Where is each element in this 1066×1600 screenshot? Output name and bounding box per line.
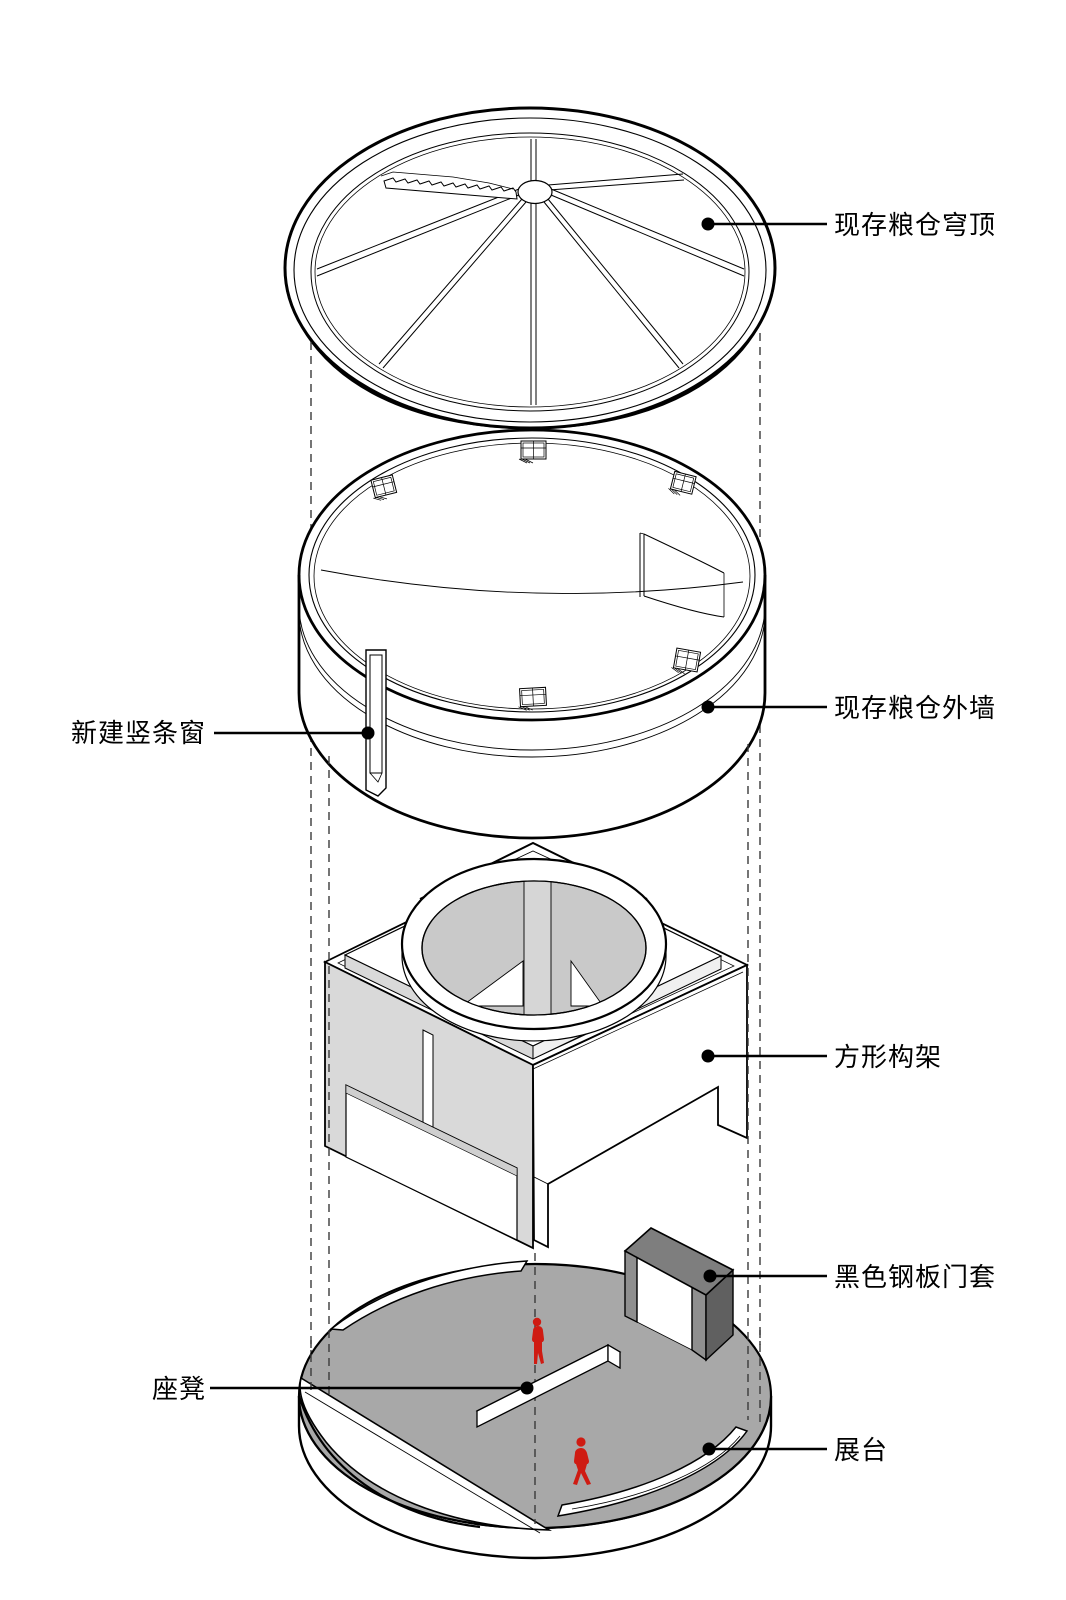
square-frame-drawing xyxy=(322,841,750,1250)
interior-partition-wall xyxy=(639,532,725,618)
platform-curved-band-left xyxy=(329,1260,529,1331)
label-frame: 方形构架 xyxy=(834,1043,942,1073)
projection-guides-upper xyxy=(310,333,761,1356)
label-bench: 座凳 xyxy=(152,1375,206,1405)
wall-window-top-center xyxy=(518,440,547,464)
callout-labels: 现存粮仓穹顶 现存粮仓外墙 新建竖条窗 方形构架 黑色钢板门套 座凳 展台 xyxy=(71,211,996,1466)
label-door: 黑色钢板门套 xyxy=(834,1263,996,1293)
label-dome: 现存粮仓穹顶 xyxy=(834,211,996,241)
wall-window-front-right xyxy=(671,647,702,675)
leader-lines xyxy=(210,217,827,1456)
label-wall: 现存粮仓外墙 xyxy=(834,694,996,724)
wall-window-front-center xyxy=(518,686,547,711)
leader-platform xyxy=(702,1442,827,1456)
dome-apex-hub xyxy=(517,179,553,205)
leader-frame xyxy=(701,1049,827,1063)
leader-wall xyxy=(701,700,827,714)
wall-interior-floor-curve xyxy=(320,569,744,594)
dome-roof-drawing xyxy=(283,106,777,430)
granary-wall-drawing xyxy=(297,428,767,840)
door-right-leg xyxy=(691,1283,707,1362)
ring-interior-right-wedge xyxy=(570,959,604,1007)
figure-standing xyxy=(532,1317,544,1364)
dome-stepped-rib-back-line xyxy=(380,171,514,190)
wall-window-top-left xyxy=(370,474,398,501)
wall-belt-band xyxy=(298,604,766,758)
bench-end xyxy=(607,1343,621,1370)
frame-left-slit-window xyxy=(422,1029,434,1130)
label-platform: 展台 xyxy=(834,1436,888,1466)
dome-outer-rim xyxy=(283,106,777,430)
figure-walking xyxy=(573,1437,591,1485)
leader-bench xyxy=(210,1381,534,1395)
door-left-leg xyxy=(624,1249,638,1324)
label-strip-window: 新建竖条窗 xyxy=(71,719,206,749)
dome-ribs xyxy=(316,139,745,405)
projection-guides-lower xyxy=(310,744,761,1524)
ring-interior-column xyxy=(523,881,552,1015)
platform-ramp-wedge xyxy=(299,1376,552,1531)
wall-bottom-edge xyxy=(297,692,767,840)
dome-rim-thickness xyxy=(285,289,775,430)
ring-interior-left-wedge xyxy=(460,960,524,1007)
leader-door xyxy=(703,1269,827,1283)
wall-sides xyxy=(297,575,767,693)
bench-drawing xyxy=(475,1343,622,1429)
frame-ring xyxy=(400,857,668,1042)
frame-right-face xyxy=(532,963,748,1249)
wall-window-top-right xyxy=(668,470,697,496)
leader-dome xyxy=(701,217,827,231)
new-strip-window xyxy=(365,649,387,797)
leader-strip-window xyxy=(214,726,375,740)
wall-body xyxy=(299,575,765,838)
